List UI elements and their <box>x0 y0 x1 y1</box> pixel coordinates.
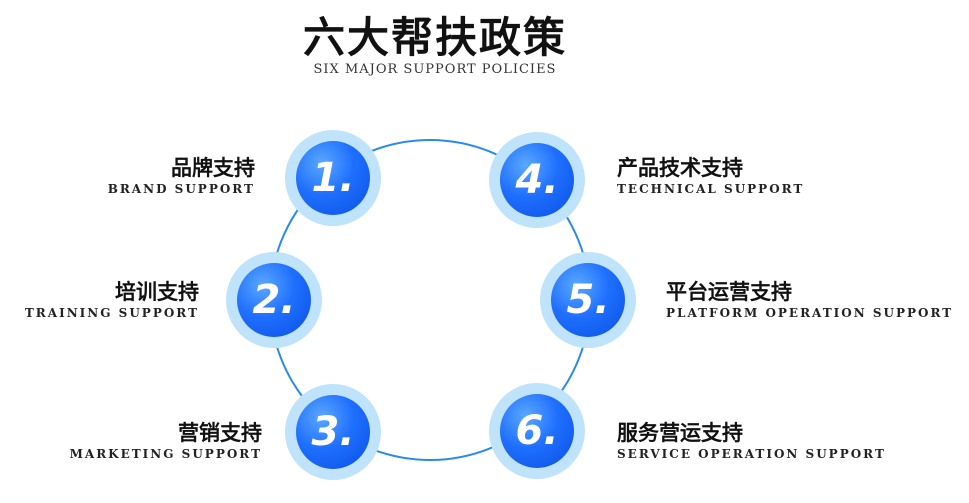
policy-title-zh-4: 产品技术支持 <box>617 156 743 180</box>
policy-label-1: 品牌支持 BRAND SUPPORT <box>108 155 255 197</box>
policy-title-en-6: SERVICE OPERATION SUPPORT <box>617 447 886 461</box>
policy-label-2: 培训支持 TRAINING SUPPORT <box>25 279 199 321</box>
policy-badge-1: 1. <box>285 130 381 226</box>
policy-number-6: 6. <box>500 394 574 468</box>
policy-number-2: 2. <box>237 263 311 337</box>
policy-title-zh-5: 平台运营支持 <box>666 280 792 304</box>
policy-label-3: 营销支持 MARKETING SUPPORT <box>70 420 262 462</box>
policy-title-zh-1: 品牌支持 <box>171 156 255 180</box>
policy-title-en-5: PLATFORM OPERATION SUPPORT <box>666 306 954 320</box>
policy-title-en-1: BRAND SUPPORT <box>107 182 255 196</box>
page-subtitle: SIX MAJOR SUPPORT POLICIES <box>313 62 557 77</box>
policy-title-zh-6: 服务营运支持 <box>617 421 743 445</box>
policy-label-6: 服务营运支持 SERVICE OPERATION SUPPORT <box>617 420 886 462</box>
policy-number-5: 5. <box>551 263 625 337</box>
policy-badge-5: 5. <box>540 252 636 348</box>
policy-badge-2: 2. <box>226 252 322 348</box>
policy-title-zh-2: 培训支持 <box>115 280 199 304</box>
policy-number-3: 3. <box>296 395 370 469</box>
policy-number-1: 1. <box>296 141 370 215</box>
policy-title-zh-3: 营销支持 <box>178 421 262 445</box>
policy-badge-3: 3. <box>285 384 381 480</box>
policy-label-4: 产品技术支持 TECHNICAL SUPPORT <box>617 155 804 197</box>
policy-title-en-4: TECHNICAL SUPPORT <box>617 182 805 196</box>
policy-title-en-3: MARKETING SUPPORT <box>69 447 262 461</box>
page-title: 六大帮扶政策 <box>302 13 567 62</box>
policy-badge-4: 4. <box>489 132 585 228</box>
policy-label-5: 平台运营支持 PLATFORM OPERATION SUPPORT <box>666 279 953 321</box>
policy-title-en-2: TRAINING SUPPORT <box>24 306 199 320</box>
policy-number-4: 4. <box>500 143 574 217</box>
policy-badge-6: 6. <box>489 383 585 479</box>
